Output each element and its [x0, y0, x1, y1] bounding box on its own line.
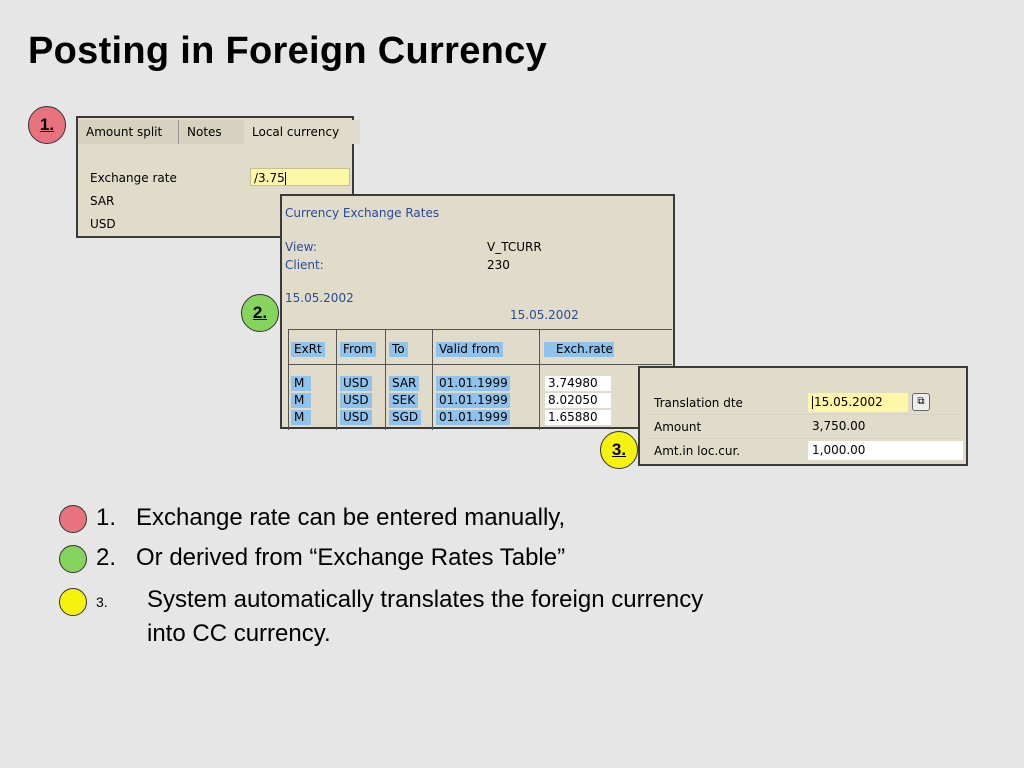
bullet-1-dot [59, 505, 87, 533]
exchange-rate-input[interactable]: /3.75 [250, 168, 350, 186]
bullet-3-text: System automatically translates the fore… [147, 586, 704, 613]
page-title: Posting in Foreign Currency [28, 30, 548, 72]
table-cell[interactable]: M [291, 393, 311, 408]
translation-date-input[interactable]: 15.05.2002 [808, 393, 908, 412]
table-cell[interactable]: USD [340, 393, 372, 408]
column-header-from[interactable]: From [340, 342, 376, 357]
table-cell[interactable]: 8.02050 [545, 393, 611, 408]
client-label: Client: [285, 258, 324, 272]
panel-heading: Currency Exchange Rates [285, 206, 440, 220]
step-3-badge: 3. [600, 431, 638, 469]
table-cell[interactable]: 3.74980 [545, 376, 611, 391]
translation-date-label: Translation dte [654, 396, 743, 410]
table-cell[interactable]: SEK [389, 393, 419, 408]
table-cell[interactable]: 01.01.1999 [436, 410, 510, 425]
column-header-exch-rate[interactable]: Exch.rate [544, 342, 614, 357]
table-cell[interactable]: SAR [389, 376, 420, 391]
bullet-1-number: 1. [96, 504, 117, 531]
table-cell[interactable]: 01.01.1999 [436, 393, 510, 408]
local-amount-label: Amt.in loc.cur. [654, 444, 741, 458]
bullet-2-dot [59, 545, 87, 573]
local-amount-row: Amt.in loc.cur. 1,000.00 [644, 440, 963, 462]
translation-date-value: 15.05.2002 [814, 395, 883, 409]
exchange-rates-table-panel: Currency Exchange Rates View: V_TCURR Cl… [280, 194, 675, 430]
view-label: View: [285, 240, 317, 254]
table-cell[interactable]: USD [340, 376, 372, 391]
table-cell[interactable]: USD [340, 410, 372, 425]
table-cell[interactable]: 01.01.1999 [436, 376, 510, 391]
bullet-1-text: Exchange rate can be entered manually, [136, 504, 566, 531]
local-amount-value[interactable]: 1,000.00 [808, 441, 963, 460]
view-value: V_TCURR [487, 240, 542, 254]
tab-notes[interactable]: Notes [178, 120, 248, 144]
translation-date-row: Translation dte 15.05.2002 ⧉ [644, 392, 962, 415]
date-to: 15.05.2002 [510, 308, 579, 322]
table-cell[interactable]: 1.65880 [545, 410, 611, 425]
tab-local-currency[interactable]: Local currency [244, 120, 360, 144]
tab-bar: Amount split Notes Local currency [78, 118, 360, 144]
exchange-rate-label: Exchange rate [90, 171, 177, 185]
table-cell[interactable]: M [291, 410, 311, 425]
amount-label: Amount [654, 420, 702, 434]
tab-amount-split[interactable]: Amount split [78, 120, 181, 144]
column-header-valid-from[interactable]: Valid from [436, 342, 503, 357]
amount-value: 3,750.00 [808, 417, 963, 436]
table-cell[interactable]: SGD [389, 410, 422, 425]
step-2-badge: 2. [241, 294, 279, 332]
amount-row: Amount 3,750.00 [644, 416, 963, 439]
bullet-3-number: 3. [96, 594, 108, 610]
client-value: 230 [487, 258, 510, 272]
text-cursor [812, 396, 813, 409]
translation-panel: Translation dte 15.05.2002 ⧉ Amount 3,75… [638, 366, 968, 466]
column-header-exrt[interactable]: ExRt [291, 342, 325, 357]
text-cursor [284, 172, 286, 185]
column-header-to[interactable]: To [389, 342, 408, 357]
bullet-3-text-line2: into CC currency. [147, 620, 331, 647]
date-from: 15.05.2002 [285, 291, 354, 305]
bullet-2-number: 2. [96, 544, 117, 571]
step-1-badge: 1. [28, 106, 66, 144]
bullet-3-dot [59, 588, 87, 616]
table-cell[interactable]: M [291, 376, 311, 391]
currency-sar-label: SAR [90, 194, 115, 208]
exchange-rates-table: ExRt From To Valid from Exch.rate M USD … [288, 329, 672, 430]
exchange-rate-value: /3.75 [254, 171, 285, 185]
exchange-rate-panel: Amount split Notes Local currency Exchan… [76, 116, 360, 238]
bullet-2-text: Or derived from “Exchange Rates Table” [136, 544, 566, 571]
currency-usd-label: USD [90, 217, 116, 231]
calendar-help-icon[interactable]: ⧉ [912, 393, 930, 411]
